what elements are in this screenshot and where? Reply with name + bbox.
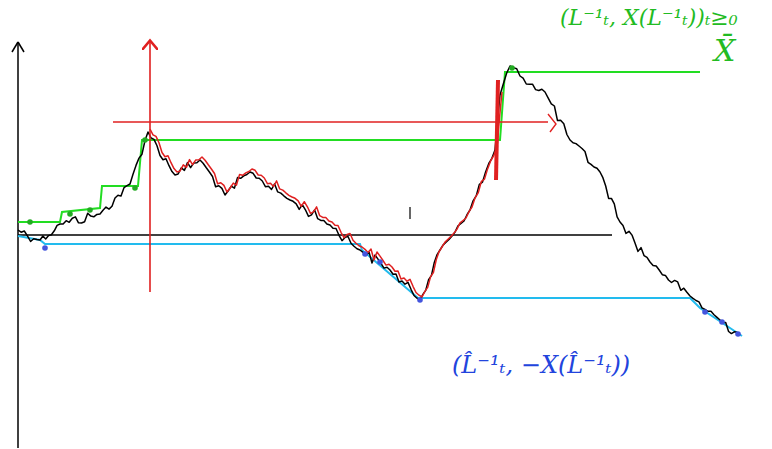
red-arrow [149, 42, 151, 292]
supremum-label: X̄ [714, 34, 735, 67]
ladder-point [67, 211, 73, 217]
ladder-point [735, 331, 741, 337]
ladder-point [132, 185, 138, 191]
running-maximum [18, 72, 700, 222]
ladder-marks [27, 65, 741, 337]
ladder-point [719, 319, 725, 325]
ladder-point [27, 219, 33, 225]
ladder-point [87, 207, 93, 213]
ladder-point [142, 137, 148, 143]
ladder-label: (L⁻¹ₜ, X(L⁻¹ₜ))ₜ≥₀ [560, 6, 738, 30]
running-minimum [18, 236, 742, 336]
sample-path [18, 66, 740, 335]
jump-mark [496, 80, 498, 180]
vertical-axis [17, 42, 19, 448]
horizontal-axis [18, 234, 612, 235]
axis-arrow [12, 42, 18, 52]
ladder-point [377, 259, 383, 265]
excursion-path [150, 92, 502, 297]
level-line [113, 121, 548, 122]
descending-ladder-label: (L̂⁻¹ₜ, −X(L̂⁻¹ₜ)) [452, 352, 630, 378]
axis-arrow [18, 42, 24, 52]
ladder-point [509, 65, 515, 71]
level-arrow [548, 114, 556, 132]
ladder-point [702, 309, 708, 315]
ladder-point [362, 251, 368, 257]
ladder-point [42, 245, 48, 251]
ladder-point [417, 297, 423, 303]
tick-mark [409, 207, 410, 219]
